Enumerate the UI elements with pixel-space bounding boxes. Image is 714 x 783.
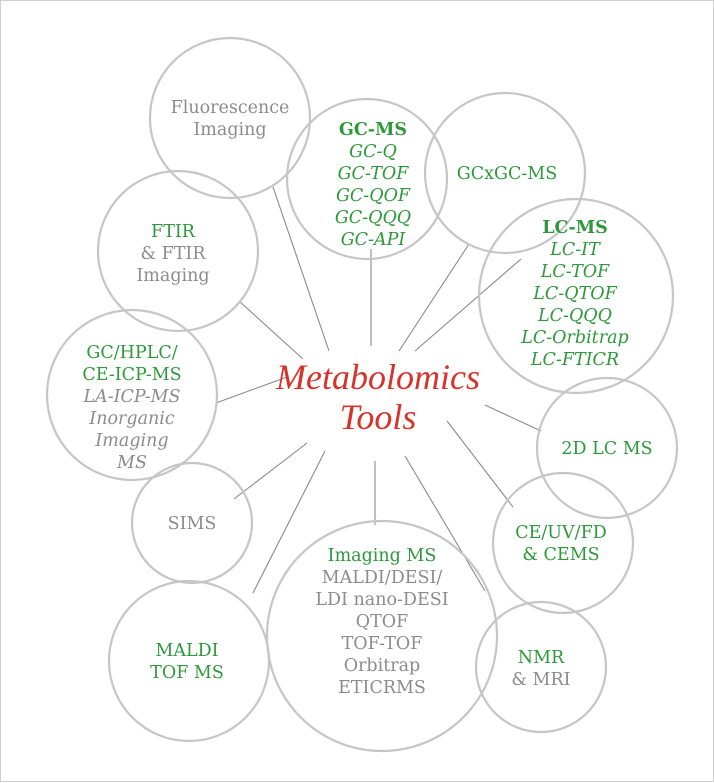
- nmr-title: NMR: [518, 648, 565, 668]
- circle-maldi: [107, 579, 271, 743]
- imaging-line: MALDI/DESI/: [322, 568, 443, 588]
- node-ceuv: CE/UV/FD & CEMS: [515, 523, 607, 565]
- circle-fluorescence: [148, 36, 312, 200]
- ftir-line: Imaging: [136, 266, 209, 286]
- imaging-line: TOF-TOF: [342, 634, 423, 654]
- lcms-title: LC-MS: [542, 218, 608, 238]
- lcms-item: LC-FTICR: [530, 350, 619, 370]
- sims-title: SIMS: [168, 514, 217, 534]
- node-maldi: MALDI TOF MS: [150, 641, 224, 683]
- circle-2dlc: [535, 376, 679, 520]
- lcms-item: LC-QTOF: [532, 284, 617, 304]
- imaging-line: QTOF: [356, 612, 409, 632]
- fluorescence-line: Fluorescence: [171, 98, 290, 118]
- gchplc-title: CE-ICP-MS: [82, 365, 181, 385]
- gcxgc-title: GCxGC-MS: [457, 164, 557, 184]
- gcms-item: GC-Q: [349, 142, 397, 162]
- ftir-line: & FTIR: [140, 244, 206, 264]
- ceuv-line: CE/UV/FD: [515, 523, 607, 543]
- gcms-item: GC-API: [341, 230, 407, 250]
- circle-gcxgc: [423, 91, 587, 255]
- 2dlc-title: 2D LC MS: [561, 439, 652, 459]
- circle-ftir: [96, 169, 260, 333]
- gchplc-item: LA-ICP-MS: [82, 387, 180, 407]
- imaging-title: Imaging MS: [328, 546, 437, 566]
- circle-gcms: [285, 97, 449, 261]
- circle-imaging: [265, 519, 499, 753]
- circles: [45, 36, 679, 753]
- lcms-item: LC-Orbitrap: [520, 328, 628, 348]
- spoke-gchplc: [215, 376, 288, 404]
- gcms-item: GC-QOF: [336, 186, 411, 206]
- node-imaging: Imaging MS MALDI/DESI/ LDI nano-DESI QTO…: [315, 546, 448, 698]
- spoke-nmr: [404, 455, 486, 592]
- lcms-item: LC-QQQ: [537, 306, 612, 326]
- gchplc-title: GC/HPLC/: [86, 343, 177, 363]
- spoke-ceuv: [446, 420, 514, 508]
- lcms-item: LC-IT: [549, 240, 601, 260]
- spoke-maldi: [252, 450, 326, 594]
- maldi-line: TOF MS: [150, 663, 224, 683]
- gcms-item: GC-TOF: [338, 164, 410, 184]
- node-gcxgc: GCxGC-MS: [457, 164, 557, 184]
- spoke-gcxgc: [398, 243, 470, 352]
- center-title-line2: Tools: [340, 397, 417, 437]
- gchplc-item: Imaging: [94, 431, 168, 451]
- spokes: [215, 186, 542, 594]
- node-fluorescence: Fluorescence Imaging: [171, 98, 290, 140]
- gcms-item: GC-QQQ: [335, 208, 411, 228]
- spoke-lcms: [414, 258, 522, 352]
- circle-nmr: [474, 600, 608, 734]
- circle-ceuv: [491, 471, 635, 615]
- spoke-ftir: [238, 300, 304, 360]
- spoke-fluorescence: [272, 186, 330, 352]
- gcms-title: GC-MS: [339, 120, 407, 140]
- ftir-title: FTIR: [151, 222, 196, 242]
- circle-sims: [130, 461, 254, 585]
- circle-lcms: [477, 197, 675, 395]
- gchplc-item: Inorganic: [88, 409, 175, 429]
- node-ftir: FTIR & FTIR Imaging: [136, 222, 209, 286]
- nmr-line: & MRI: [511, 670, 570, 690]
- fluorescence-line: Imaging: [193, 120, 266, 140]
- spoke-sims: [233, 442, 308, 500]
- node-gchplc: GC/HPLC/ CE-ICP-MS LA-ICP-MS Inorganic I…: [82, 343, 181, 473]
- imaging-line: LDI nano-DESI: [315, 590, 448, 610]
- gchplc-item: MS: [116, 453, 147, 473]
- node-2dlc: 2D LC MS: [561, 439, 652, 459]
- imaging-line: Orbitrap: [344, 656, 421, 676]
- ceuv-line: & CEMS: [522, 545, 599, 565]
- spoke-2dlc: [484, 404, 542, 432]
- center-title-line1: Metabolomics: [275, 357, 480, 397]
- node-lcms: LC-MS LC-IT LC-TOF LC-QTOF LC-QQQ LC-Orb…: [520, 218, 628, 370]
- node-sims: SIMS: [168, 514, 217, 534]
- center-label: Metabolomics Tools: [275, 357, 480, 437]
- lcms-item: LC-TOF: [540, 262, 610, 282]
- node-gcms: GC-MS GC-Q GC-TOF GC-QOF GC-QQQ GC-API: [335, 120, 411, 250]
- maldi-line: MALDI: [155, 641, 218, 661]
- imaging-line: ETICRMS: [338, 678, 426, 698]
- circle-gchplc: [45, 308, 219, 482]
- node-nmr: NMR & MRI: [511, 648, 570, 690]
